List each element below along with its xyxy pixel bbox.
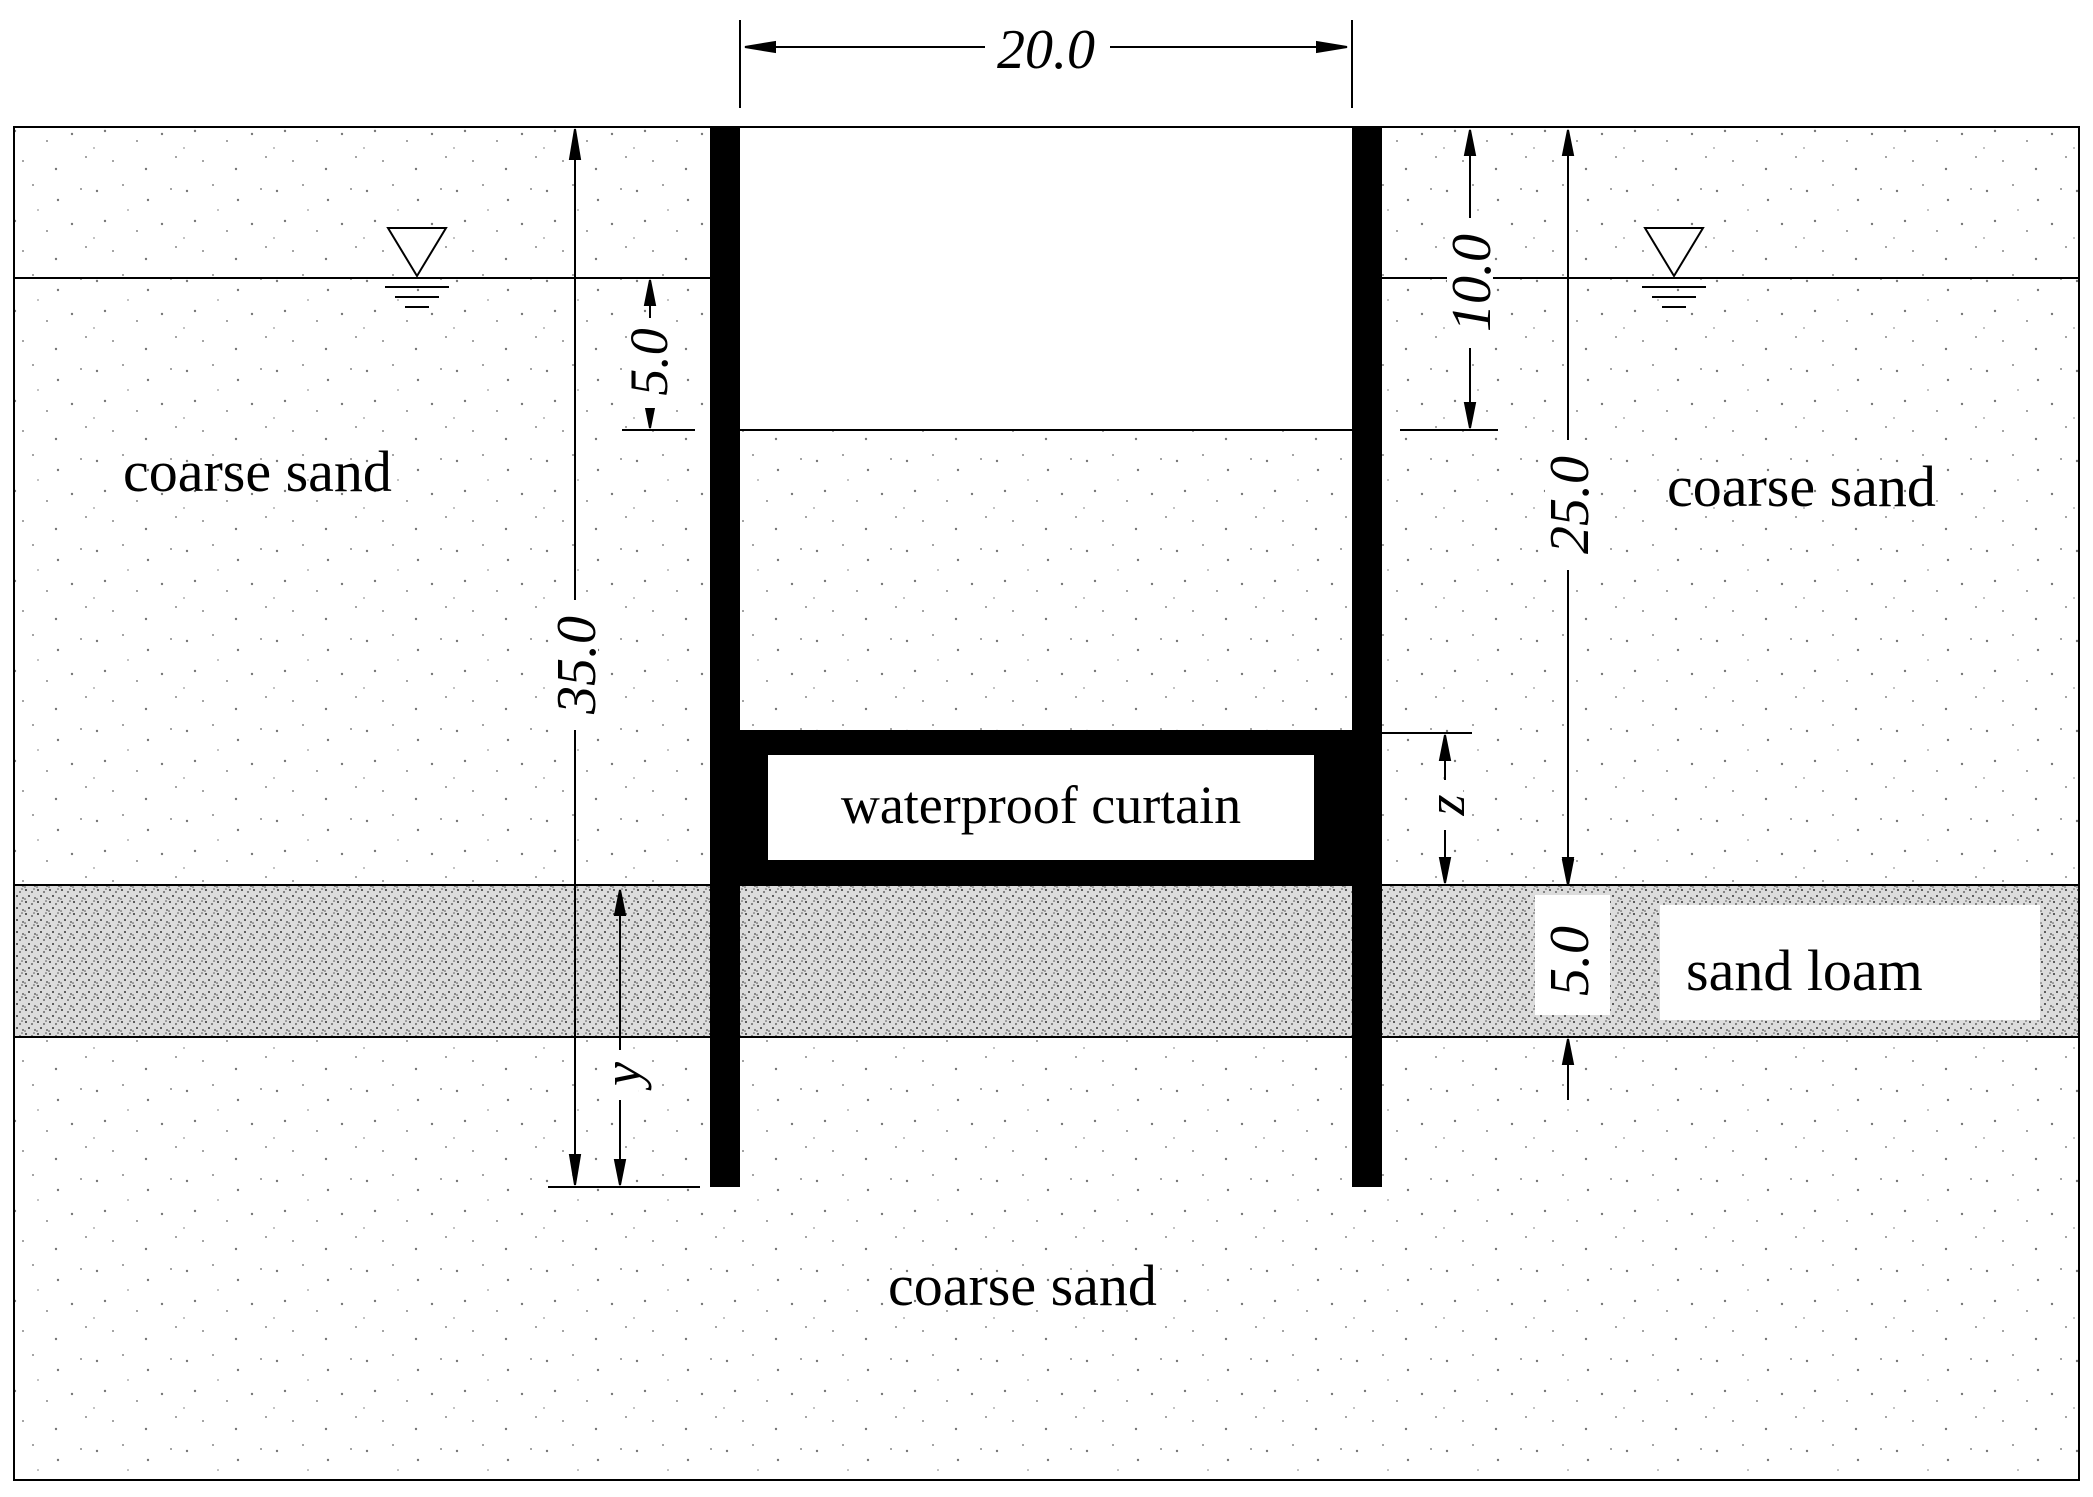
dim-wall-depth-left-gap [552,600,598,730]
curtain-label: waterproof curtain [841,775,1241,835]
soil-label-upper-right: coarse sand [1667,454,1936,519]
section-border [13,126,2080,1481]
lower-coarse-sand-layer [14,1037,2079,1480]
dim-var-y-value: y [592,1062,652,1091]
dim-loam-box [1535,895,1610,1015]
sand-loam-label: sand loam [1686,938,1923,1003]
dim-depth-to-loam-gap [1545,440,1591,570]
dim-var-z-gap [1427,780,1463,830]
right-retaining-wall [1352,127,1382,1187]
left-retaining-wall [710,127,740,1187]
dim-water-to-excavation-value: 5.0 [619,328,679,396]
dim-excavation-depth-right-value: 10.0 [1441,234,1503,332]
sand-loam-label-box [1660,905,2040,1020]
dim-excavation-width-value: 20.0 [997,19,1095,81]
excavation-pit [740,127,1352,430]
soil-label-bottom: coarse sand [888,1253,1157,1318]
dim-var-y [613,889,627,1186]
water-level-symbol-right [1642,227,1706,308]
dim-var-y-gap [602,1050,638,1100]
water-level-symbol-left [385,227,449,308]
dim-excavation-depth-right-gap [1447,218,1493,348]
dim-depth-to-loam-value: 25.0 [1539,456,1601,554]
dim-var-z-value: z [1416,794,1476,816]
dim-wall-depth-left-value: 35.0 [546,616,608,715]
dim-loam-thickness [1561,859,1575,1100]
soil-label-upper-left: coarse sand [123,439,392,504]
dim-water-to-excavation-gap [630,318,670,408]
dim-excavation-width [739,20,1353,108]
curtain-label-box [768,755,1314,860]
dim-loam-thickness-value: 5.0 [1539,926,1601,996]
